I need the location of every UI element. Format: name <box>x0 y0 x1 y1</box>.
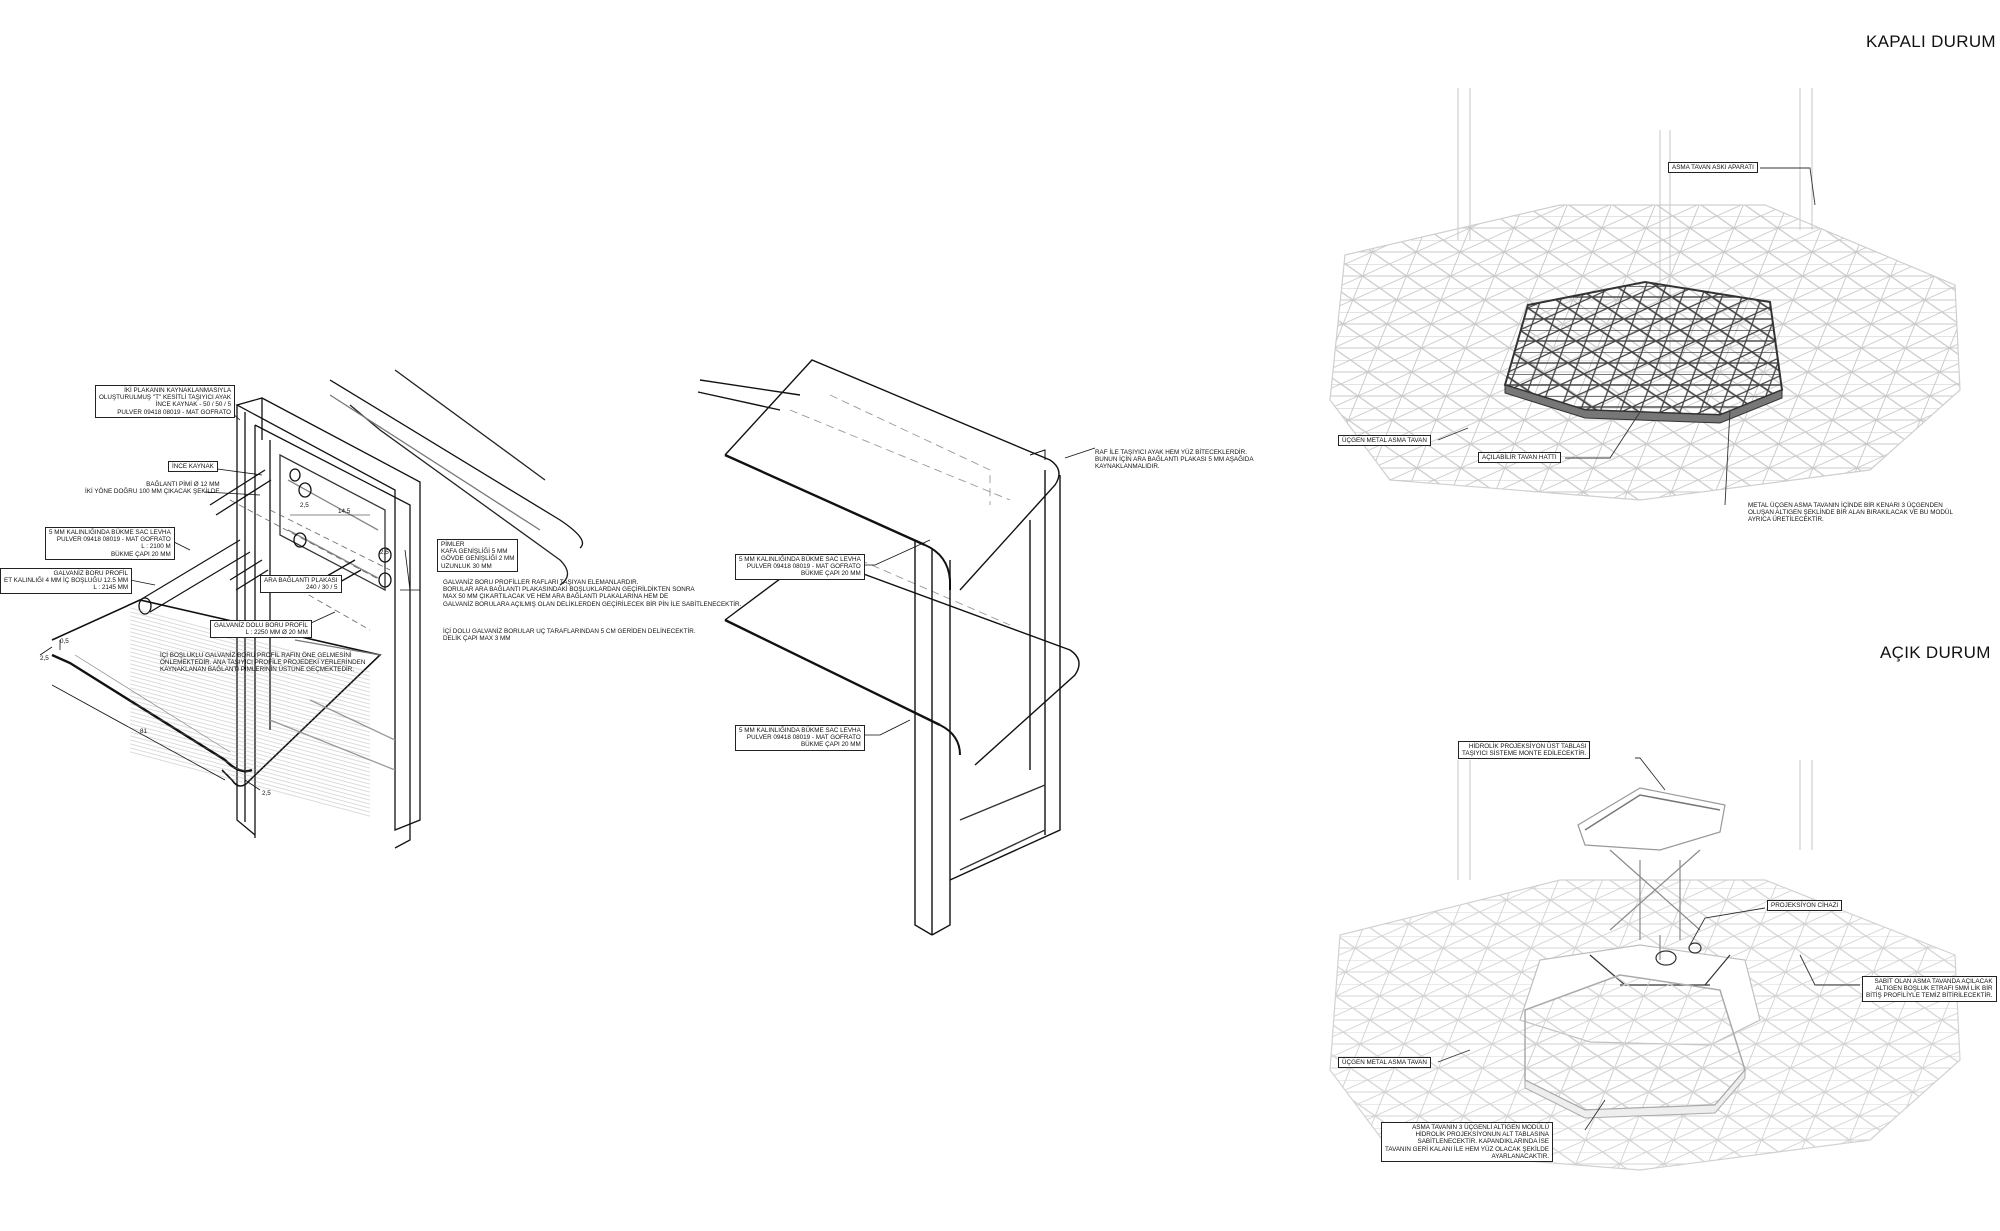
dim-2-5-top: 2,5 <box>300 502 309 509</box>
dim-81: 81 <box>140 728 148 735</box>
label-openable-ceiling-line: AÇILABİLİR TAVAN HATTI <box>1478 452 1561 464</box>
note-solid-pipes: İÇİ DOLU GALVANİZ BORULAR UÇ TARAFLARIND… <box>443 628 696 643</box>
label-ceiling-hanger: ASMA TAVAN ASKI APARATI <box>1668 162 1758 174</box>
label-triangle-ceiling-open: ÜÇGEN METAL ASMA TAVAN <box>1338 1057 1431 1069</box>
note-galvanized-pipes: GALVANİZ BORU PROFİLLER RAFLARI TAŞIYAN … <box>443 579 742 608</box>
label-triangle-ceiling-closed: ÜÇGEN METAL ASMA TAVAN <box>1338 435 1431 447</box>
ceiling-open-drawing <box>1329 757 1961 1171</box>
note-shelf-flush: RAF İLE TAŞIYICI AYAK HEM YÜZ BİTECEKLER… <box>1095 449 1254 471</box>
dim-14-5: 14,5 <box>338 508 351 515</box>
ceiling-closed-drawing <box>1329 88 1961 506</box>
label-thin-weld: İNCE KAYNAK <box>168 461 218 473</box>
note-hexagon-module: METAL ÜÇGEN ASMA TAVANIN İÇİNDE BİR KENA… <box>1748 502 1953 524</box>
left-shelf-detail <box>39 369 584 849</box>
dim-2-5-bottom: 2,5 <box>262 790 271 797</box>
dim-2-5-left: 2,5 <box>40 655 49 662</box>
title-open-state: AÇIK DURUM <box>1880 643 1991 662</box>
label-projector: PROJEKSİYON CİHAZI <box>1767 900 1843 912</box>
title-closed-state: KAPALI DURUM <box>1866 32 1996 51</box>
dim-2-5-right: 2,5 <box>380 549 389 556</box>
note-hollow-pipe: İÇİ BOŞLUKLU GALVANİZ BORU PROFİL RAFIN … <box>160 652 366 674</box>
middle-shelf-detail <box>697 359 1096 936</box>
dim-0-5: 0,5 <box>60 638 69 645</box>
